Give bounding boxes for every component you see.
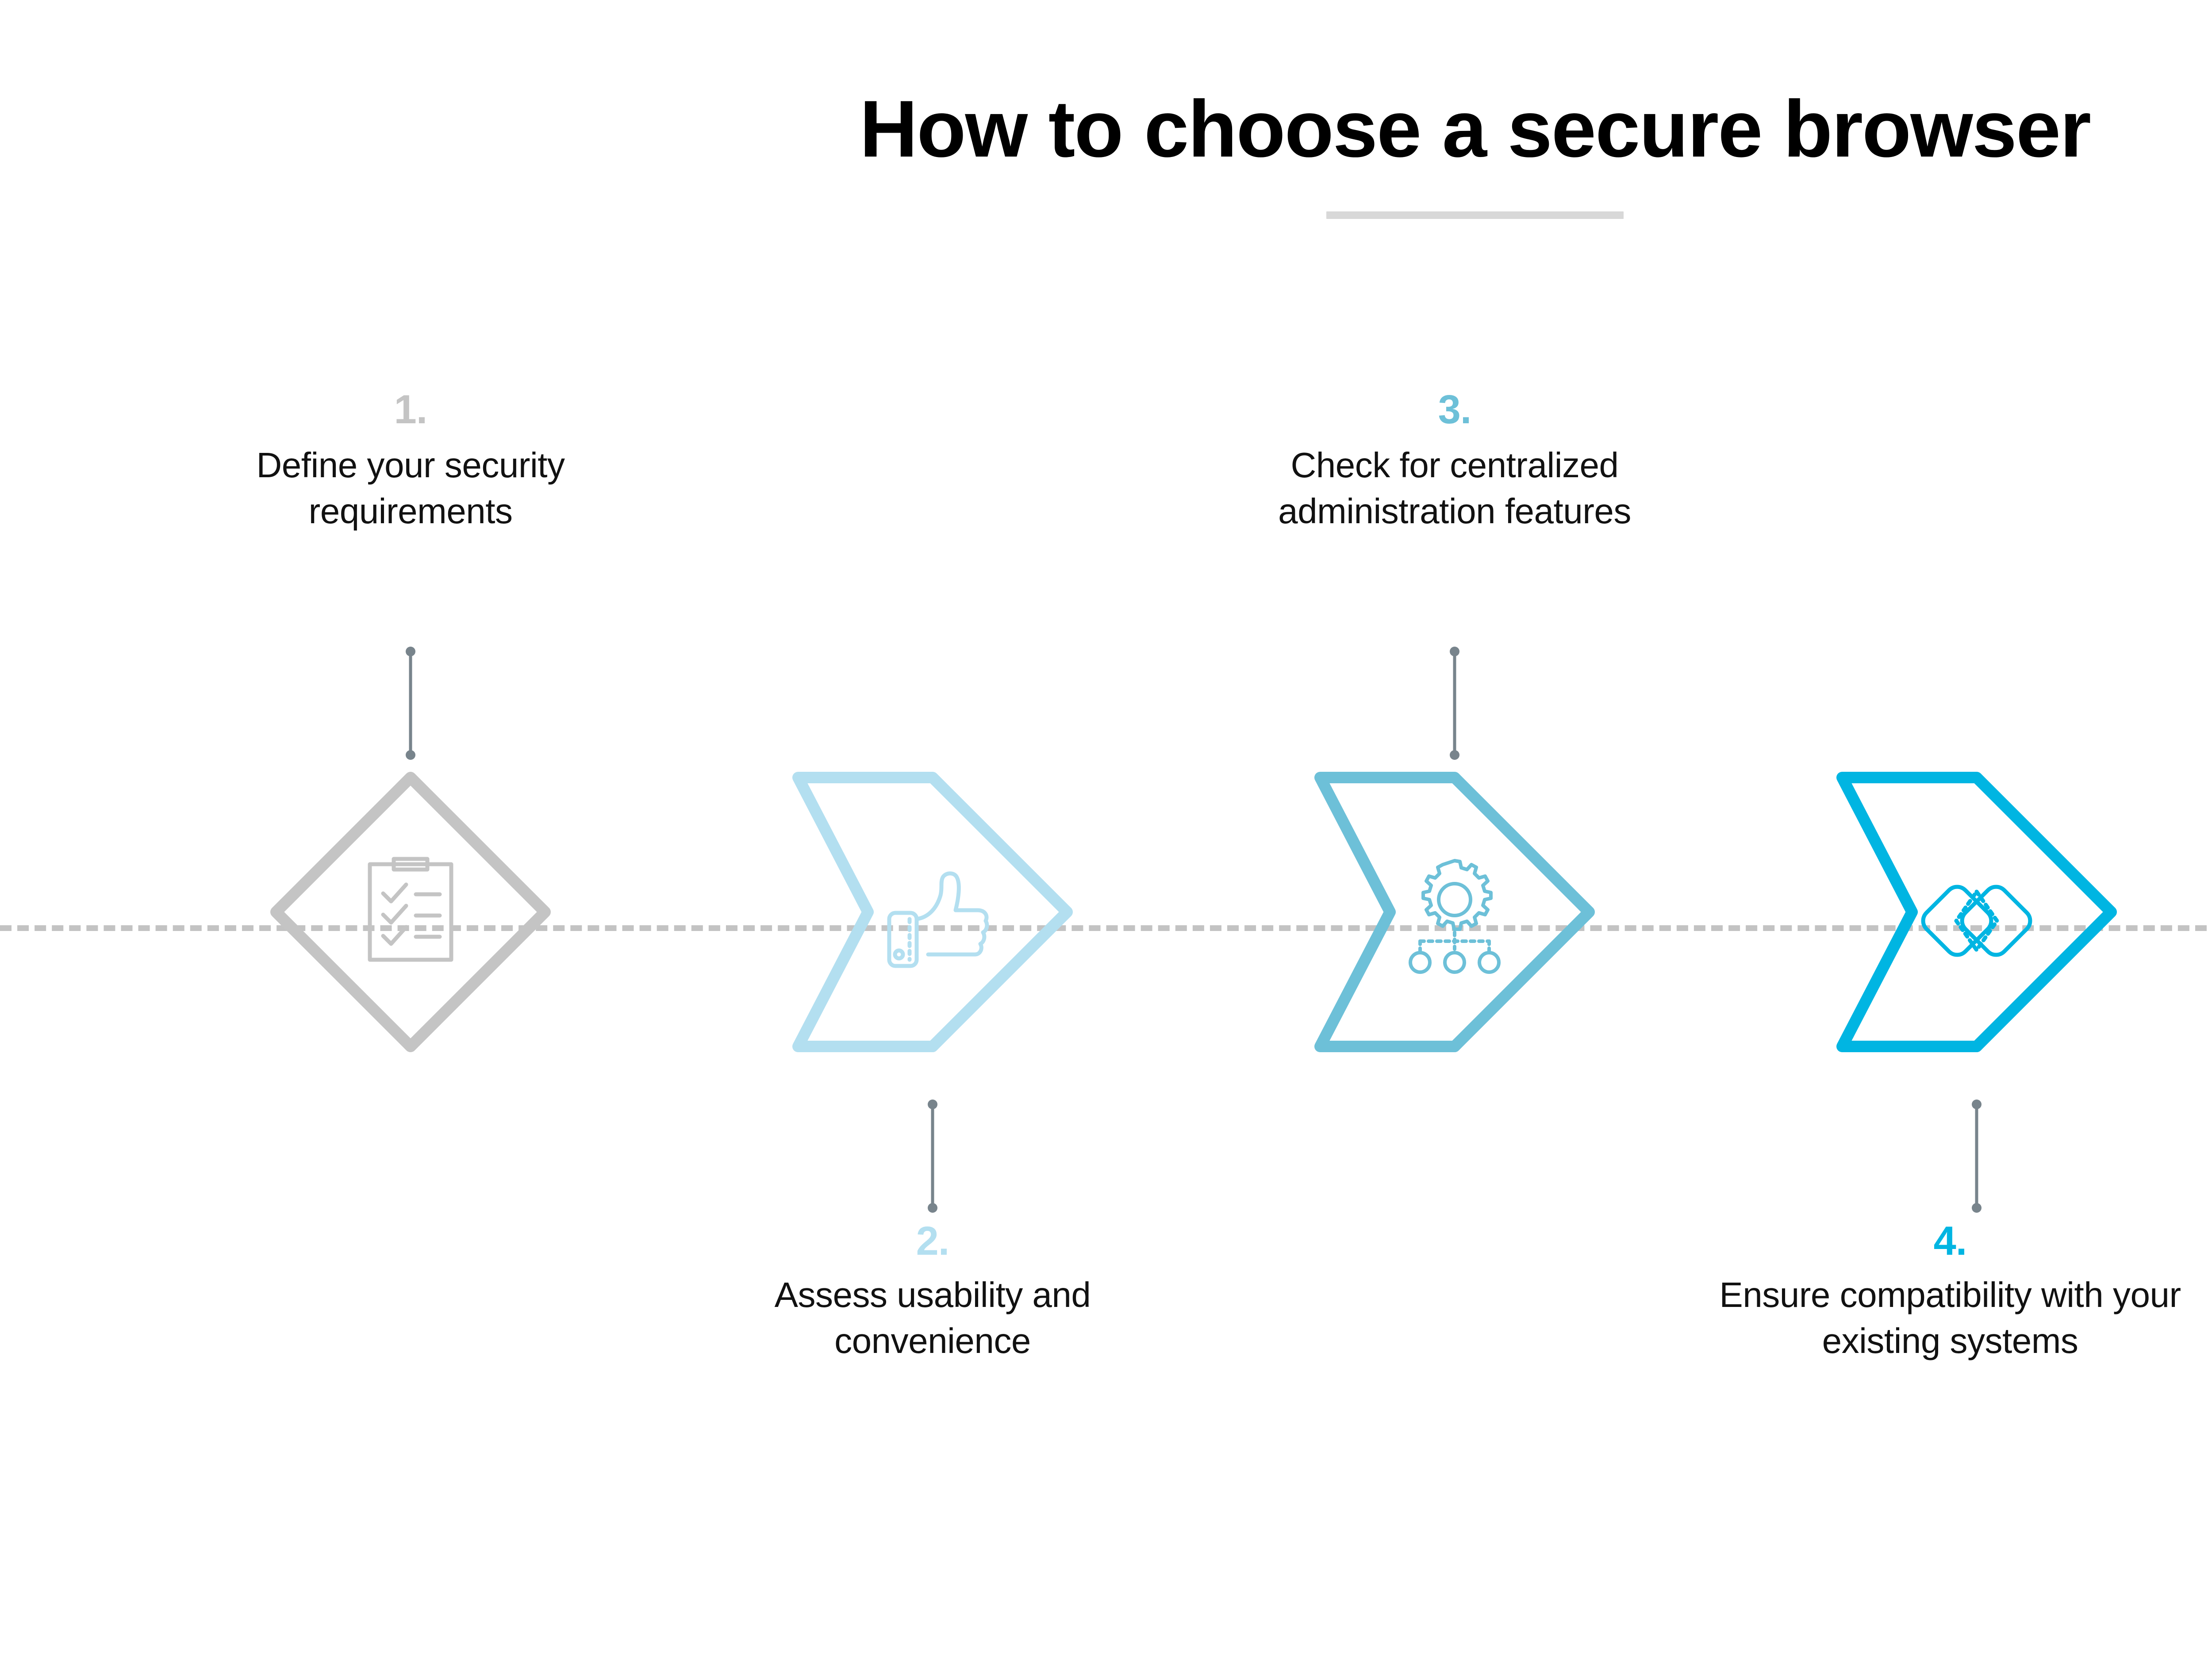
diamond-outline — [1836, 772, 2117, 1052]
step-node-1[interactable] — [258, 760, 563, 1064]
connector-cap-bottom — [1972, 1203, 1982, 1213]
connector-step-1 — [405, 647, 416, 760]
diamond-outline — [270, 772, 551, 1052]
step-label-4: Ensure compatibility with your existing … — [1719, 1275, 2181, 1360]
diamond-outline — [792, 772, 1073, 1052]
step-text-3: 3. Check for centralized administration … — [1207, 389, 1702, 534]
step-text-4: 4. Ensure compatibility with your existi… — [1702, 1221, 2198, 1364]
step-label-1: Define your security requirements — [256, 445, 565, 531]
diamond-3-shape — [1314, 772, 1595, 1052]
header: How to choose a secure browser — [0, 0, 2212, 219]
step-node-2[interactable] — [780, 760, 1085, 1064]
diamond-outline — [1314, 772, 1595, 1052]
step-node-3[interactable] — [1302, 760, 1607, 1064]
connector-cap-bottom — [406, 750, 415, 760]
step-text-1: 1. Define your security requirements — [163, 389, 658, 534]
page-title: How to choose a secure browser — [859, 84, 2091, 174]
step-label-3: Check for centralized administration fea… — [1278, 445, 1631, 531]
diamond-4-shape — [1836, 772, 2117, 1052]
diamond-2-shape — [792, 772, 1073, 1052]
connector-step-3 — [1449, 647, 1460, 760]
step-number-3: 3. — [1438, 387, 1472, 432]
connector-cap-bottom — [1450, 750, 1459, 760]
connector-step-2 — [927, 1100, 938, 1213]
step-label-2: Assess usability and convenience — [774, 1275, 1091, 1360]
timeline-baseline — [0, 925, 2212, 931]
connector-stem — [931, 1104, 934, 1208]
connector-stem — [409, 651, 412, 755]
step-text-2: 2. Assess usability and convenience — [685, 1221, 1180, 1364]
step-number-2: 2. — [916, 1218, 950, 1264]
overlapping-diamonds-icon — [1910, 846, 2043, 978]
connector-stem — [1453, 651, 1456, 755]
step-number-1: 1. — [394, 387, 428, 432]
connector-step-4 — [1971, 1100, 1982, 1213]
step-node-4[interactable] — [1824, 760, 2129, 1064]
connector-stem — [1975, 1104, 1978, 1208]
step-number-4: 4. — [1933, 1218, 1967, 1264]
thumbs-up-icon — [866, 846, 999, 978]
gear-hierarchy-icon — [1388, 846, 1521, 978]
clipboard-checklist-icon — [344, 846, 477, 978]
diamond-1-shape — [270, 772, 551, 1052]
connector-cap-bottom — [928, 1203, 937, 1213]
title-divider — [1326, 211, 1624, 219]
